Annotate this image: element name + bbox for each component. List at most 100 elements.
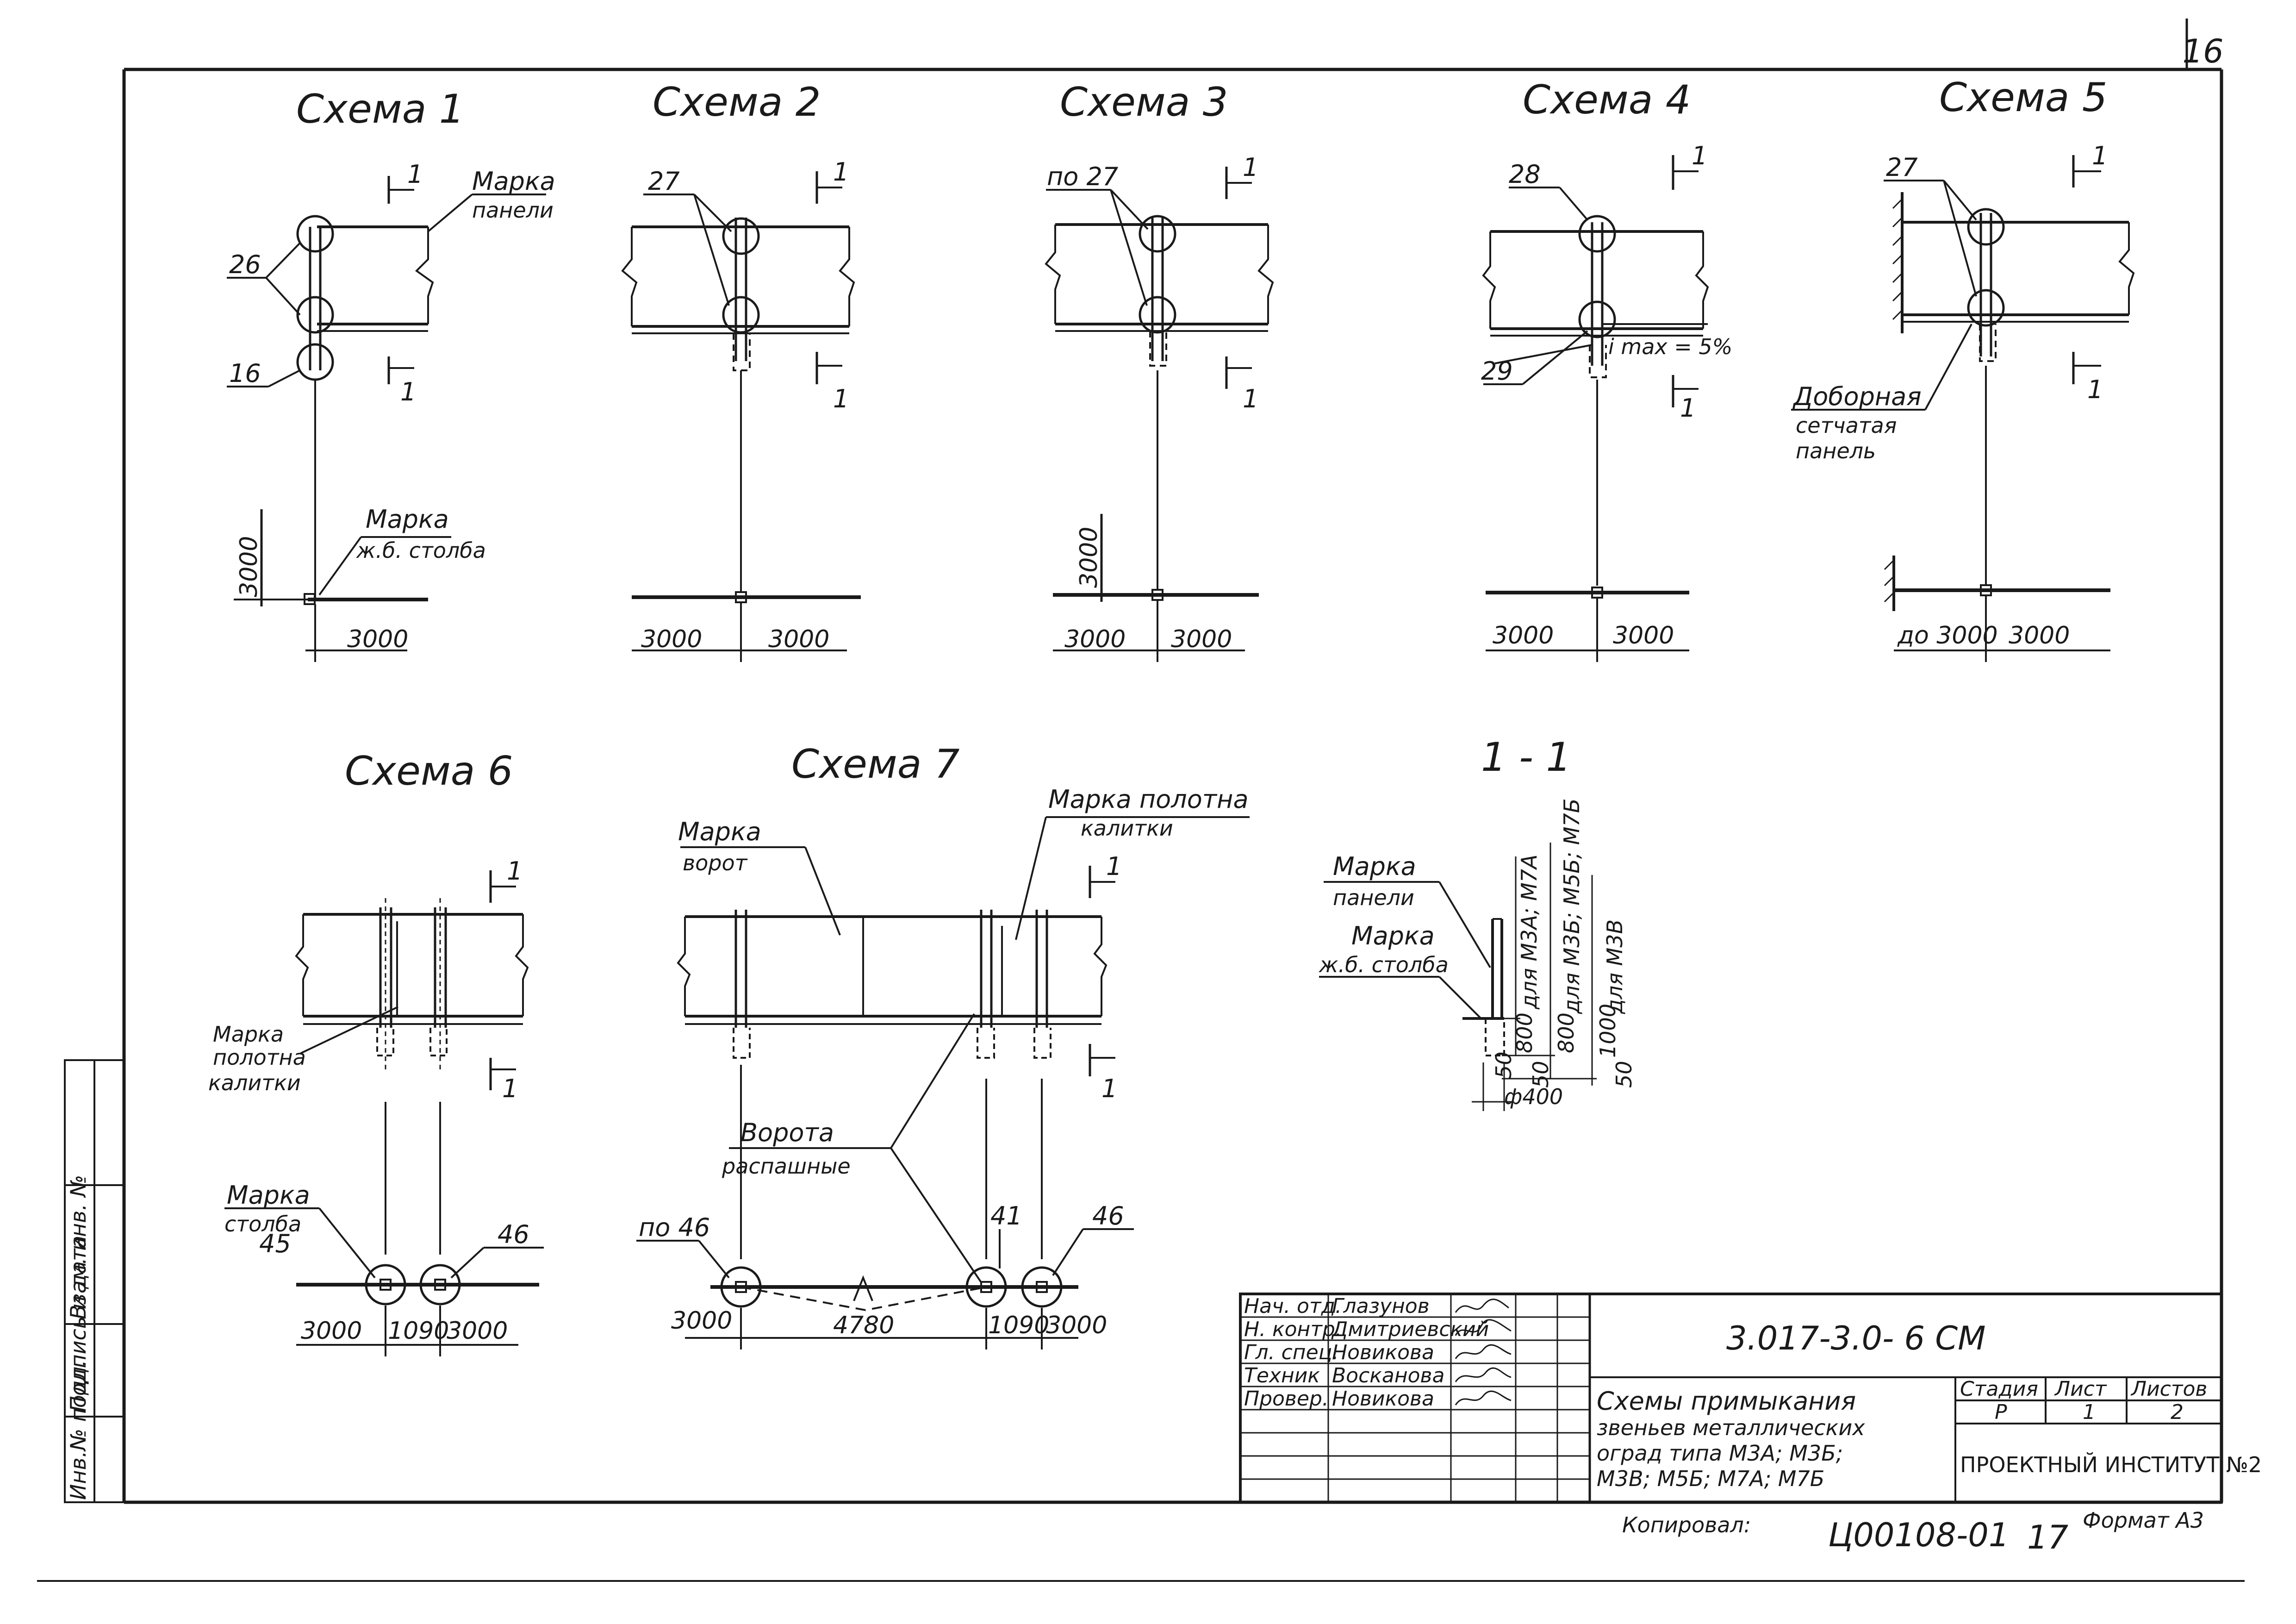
dim-depth-800-a: 800 (1512, 1012, 1537, 1053)
label-for-m3v: для М3В (1602, 919, 1627, 1014)
page-number: 16 (2182, 32, 2223, 70)
copy-code: Ц00108-01 (1828, 1516, 2009, 1554)
scheme-6: Схема 6 1 1 Марка полотна калитки (208, 748, 544, 1356)
dim-span-right: 3000 (2009, 622, 2070, 650)
strip-label-signature: Подпись и дата (66, 1236, 91, 1412)
dim-height: 3000 (235, 536, 263, 597)
sheet-footer: Копировал: Ц00108-01 17 Формат А3 (1622, 1508, 2204, 1556)
label-28: 28 (1509, 160, 1541, 189)
name-norm-control: Дмитриевский (1331, 1318, 1489, 1341)
scheme-title: Схема 6 (345, 748, 513, 794)
name-head: Глазунов (1332, 1294, 1430, 1318)
label-46: 46 (1092, 1201, 1124, 1230)
section-mark-bottom: 1 (1243, 384, 1258, 413)
section-mark-top: 1 (1243, 153, 1258, 182)
name-checked: Новикова (1332, 1387, 1434, 1411)
section-mark-bottom: 1 (400, 377, 416, 406)
section-mark-bottom: 1 (833, 384, 849, 413)
signature-4 (1455, 1367, 1512, 1382)
label-46: 46 (498, 1220, 529, 1249)
dim-span-left: 3000 (1064, 625, 1126, 653)
section-mark-top: 1 (2092, 141, 2108, 170)
label-slope: i max = 5% (1608, 334, 1732, 359)
dim-span-right: 3000 (768, 625, 829, 653)
scheme-3: Схема 3 1 1 по 27 3000 3000 3000 (1045, 79, 1274, 662)
label-post-brand: Марка (227, 1181, 310, 1210)
label-gate-swing-2: распашные (722, 1154, 851, 1179)
role-checked: Провер. (1244, 1387, 1329, 1411)
dim-gate-width: 1090 (388, 1317, 449, 1345)
section-mark-bottom: 1 (2087, 375, 2103, 404)
role-norm-control: Н. контр. (1244, 1318, 1342, 1341)
stage-header: Стадия (1960, 1377, 2038, 1401)
scheme-5: Схема 5 1 1 27 Доборная сетчатая панель (1791, 75, 2135, 662)
label-gate-brand: Марка (678, 817, 761, 846)
dim-span-right: 3000 (447, 1317, 508, 1345)
signature-2 (1455, 1319, 1512, 1336)
label-gate-leaf-brand-3: калитки (208, 1070, 301, 1095)
format-label: Формат А3 (2083, 1508, 2204, 1533)
label-post-brand: Марка (366, 505, 449, 534)
dim-span-left: 3000 (1493, 622, 1554, 650)
label-leaf-brand: Марка полотна (1048, 785, 1249, 814)
dim-span-right: 3000 (1046, 1312, 1107, 1339)
label-gate-leaf-brand: Марка (213, 1022, 284, 1047)
scheme-title: Схема 2 (653, 79, 821, 125)
dim-span-left: 3000 (671, 1307, 732, 1335)
scheme-4: Схема 4 1 1 28 29 i max = 5% 3000 3000 (1481, 77, 1732, 662)
label-gate-brand-2: ворот (683, 850, 748, 875)
strip-label-inventory: Инв.№ подл. (66, 1360, 91, 1500)
scheme-title: Схема 7 (791, 741, 959, 787)
label-27: 27 (648, 167, 680, 196)
scheme-title: Схема 3 (1060, 79, 1228, 125)
dim-height: 3000 (1075, 527, 1103, 588)
left-strip: Инв.№ подл. Подпись и дата Взам. инв. № (64, 1059, 125, 1503)
scheme-title: Схема 5 (1939, 75, 2107, 121)
label-post-brand: Марка (1351, 921, 1435, 950)
section-mark-bottom: 1 (1680, 394, 1696, 423)
label-gate-swing: Ворота (740, 1118, 834, 1147)
dim-span-right: 3000 (1613, 622, 1674, 650)
scheme-1: Схема 1 1 1 Марка панели 26 16 (227, 86, 555, 662)
label-27: 27 (1886, 153, 1918, 182)
label-post-brand-2: столба (224, 1212, 301, 1237)
label-for-m3a-m7a: для М3А; М7А (1517, 855, 1542, 1010)
sheet-header: Лист (2054, 1377, 2107, 1401)
title-block: Нач. отд. Глазунов Н. контр. Дмитриевски… (1239, 1293, 2262, 1504)
section-1-1: 1 - 1 Марка панели Марка ж.б. столба для… (1319, 734, 1636, 1111)
dim-50-b: 50 (1528, 1061, 1553, 1088)
dim-depth-1000: 1000 (1595, 1004, 1620, 1058)
role-chief-spec: Гл. спец. (1244, 1341, 1339, 1364)
name-technician: Восканова (1332, 1364, 1444, 1387)
label-post-brand-2: ж.б. столба (356, 538, 486, 563)
label-26: 26 (229, 250, 261, 279)
dim-span-right: 3000 (1171, 625, 1232, 653)
signature-5 (1455, 1390, 1512, 1405)
section-mark-top: 1 (1692, 141, 1707, 170)
dim-depth-800-b: 800 (1554, 1012, 1579, 1053)
section-mark-bottom: 1 (502, 1074, 518, 1103)
signature-1 (1455, 1299, 1509, 1313)
designation: 3.017-3.0- 6 СМ (1726, 1319, 1986, 1357)
name-chief-spec: Новикова (1332, 1341, 1434, 1364)
scheme-2: Схема 2 1 1 27 3000 3000 (621, 79, 861, 662)
dim-span-left: 3000 (641, 625, 702, 653)
dim-span-left: 3000 (301, 1317, 362, 1345)
dim-span-left: до 3000 (1897, 622, 1998, 650)
section-mark-top: 1 (833, 157, 849, 187)
label-29: 29 (1481, 356, 1513, 386)
sheet-value: 1 (2083, 1400, 2096, 1424)
label-panel-brand: Марка (1333, 852, 1416, 881)
sheets-header: Листов (2130, 1377, 2207, 1401)
label-extra-panel-3: панель (1796, 438, 1876, 463)
label-for-m3b-m5b-m7b: для М3Б; М5Б; М7Б (1559, 799, 1584, 1014)
label-extra-panel-2: сетчатая (1796, 413, 1897, 438)
label-po-27: по 27 (1047, 162, 1118, 191)
sheets-value: 2 (2171, 1400, 2184, 1424)
label-post-brand-2: ж.б. столба (1319, 952, 1449, 977)
label-gate-leaf-brand-2: полотна (213, 1045, 306, 1070)
role-technician: Техник (1244, 1364, 1320, 1387)
label-45: 45 (259, 1229, 291, 1258)
dim-span: 3000 (347, 625, 408, 653)
